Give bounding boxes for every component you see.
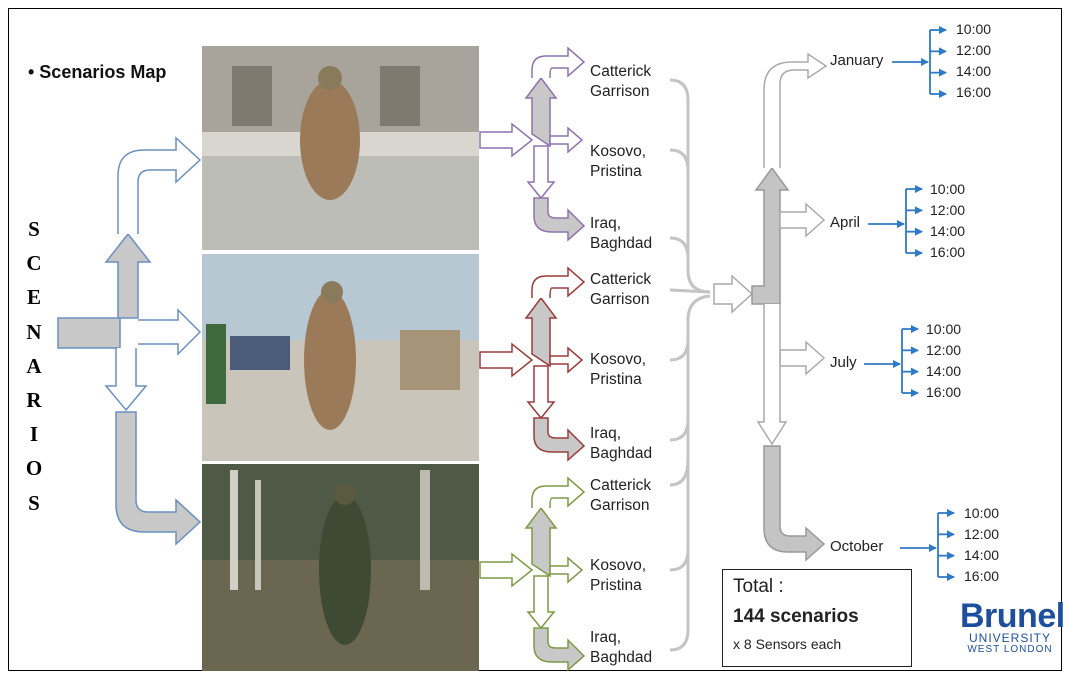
location-top-arrow xyxy=(531,46,586,79)
month-january: January xyxy=(830,52,884,69)
bottom-arrow xyxy=(115,411,202,546)
vertical-letter: I xyxy=(29,422,39,447)
location-label: Kosovo,Pristina xyxy=(590,557,647,594)
location-label: Iraq,Baghdad xyxy=(590,215,653,252)
vertical-letter: N xyxy=(26,319,42,344)
scene-image-urban xyxy=(202,46,479,250)
vertical-letter: E xyxy=(26,285,41,310)
vertical-letter: A xyxy=(26,353,42,378)
merge-lines xyxy=(669,78,711,652)
scene-image-forest xyxy=(202,464,479,671)
scenarios-trunk xyxy=(57,317,121,349)
slide-title: • Scenarios Map xyxy=(28,62,167,82)
location-bottom-arrow xyxy=(533,627,586,672)
vertical-letter: O xyxy=(25,456,43,481)
scenarios-vertical-word: S C E N A R I O S xyxy=(18,212,50,520)
location-down-stem xyxy=(526,575,556,630)
top-arrow xyxy=(117,136,202,234)
month-october: October xyxy=(830,538,884,555)
up-branch-head xyxy=(104,232,152,319)
month-july: July xyxy=(830,354,857,371)
location-incoming-arrow xyxy=(479,552,534,588)
slide-frame xyxy=(8,8,1062,671)
location-down-stem xyxy=(526,365,556,420)
location-down-stem xyxy=(526,145,556,200)
location-label: Kosovo,Pristina xyxy=(590,351,647,388)
vertical-letter: S xyxy=(28,217,40,241)
location-label: Iraq,Baghdad xyxy=(590,425,653,462)
scenarios-split-arrows xyxy=(57,136,202,546)
location-incoming-arrow xyxy=(479,122,534,158)
month-tree xyxy=(751,52,828,562)
location-middle-arrow xyxy=(549,126,584,154)
location-label: Kosovo,Pristina xyxy=(590,143,647,180)
total-sub: x 8 Sensors each xyxy=(733,636,842,652)
vertical-letter: C xyxy=(26,251,42,276)
total-box: Total : 144 scenarios x 8 Sensors each xyxy=(722,569,912,667)
brunel-logo: Brunel UNIVERSITY WEST LONDON xyxy=(960,597,1065,655)
scene-image-desert xyxy=(202,254,479,461)
down-branch-head xyxy=(104,348,148,412)
total-label: Total : xyxy=(733,576,784,597)
middle-arrow xyxy=(138,308,202,356)
location-label: Iraq,Baghdad xyxy=(590,629,653,666)
location-incoming-arrow xyxy=(479,342,534,378)
total-count: 144 scenarios xyxy=(733,606,859,627)
vertical-letter: S xyxy=(28,490,40,515)
time-brackets xyxy=(864,26,955,581)
location-bottom-arrow xyxy=(533,197,586,242)
location-bottom-arrow xyxy=(533,417,586,462)
location-split-arrows xyxy=(479,46,586,672)
location-middle-arrow xyxy=(549,346,584,374)
vertical-letter: R xyxy=(26,388,42,413)
location-top-arrow xyxy=(531,476,586,509)
month-april: April xyxy=(830,214,861,231)
merge-arrow xyxy=(713,274,754,314)
location-top-arrow xyxy=(531,266,586,299)
location-middle-arrow xyxy=(549,556,584,584)
